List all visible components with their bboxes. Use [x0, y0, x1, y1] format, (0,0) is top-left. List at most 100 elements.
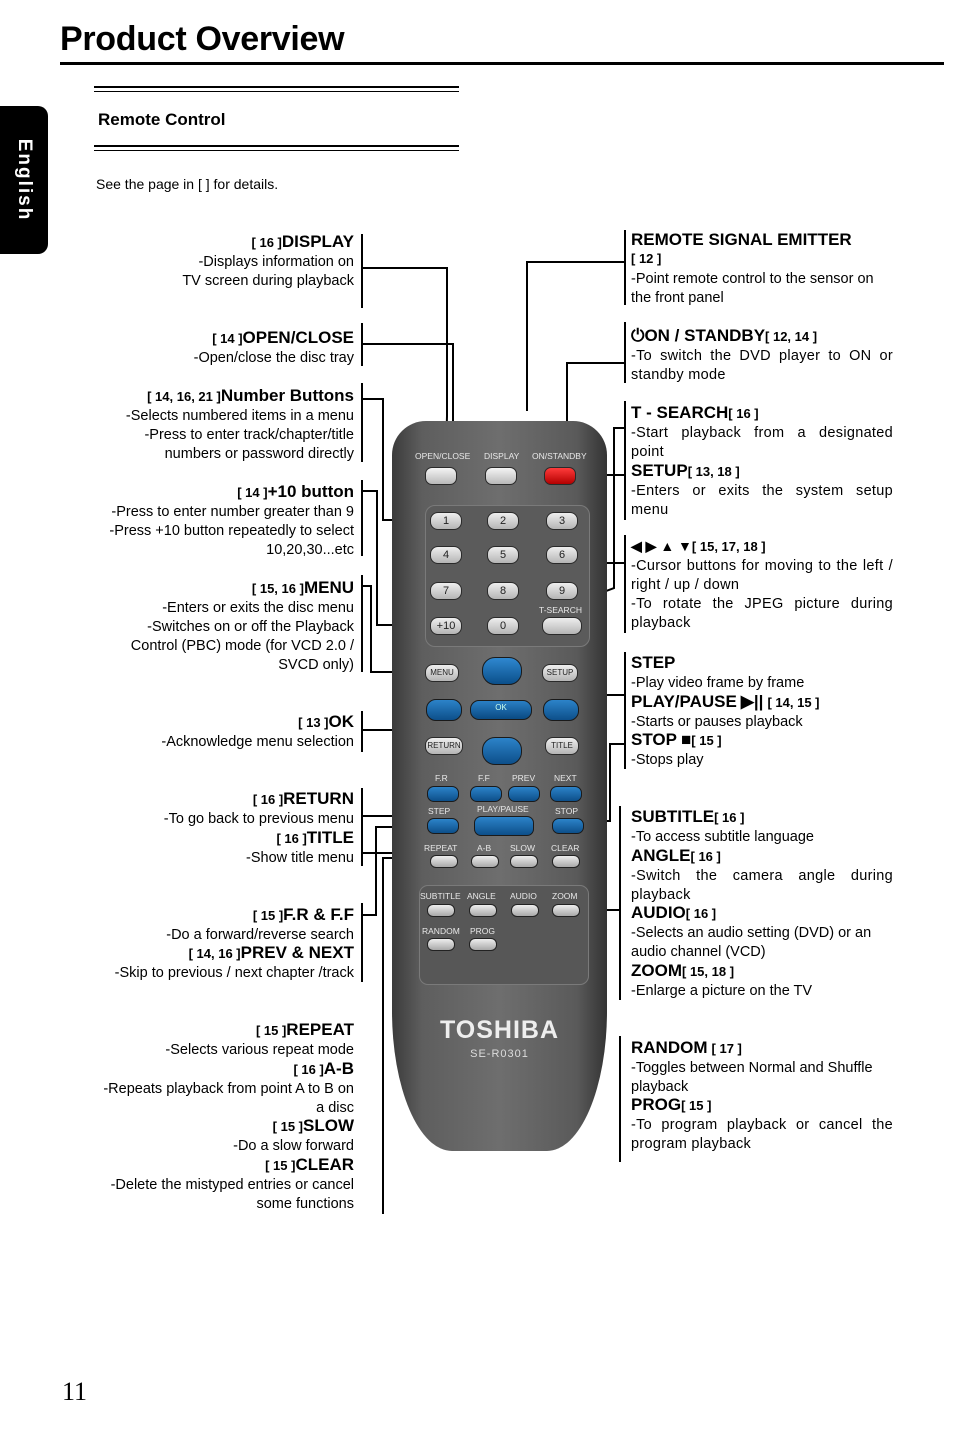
ab-name: A-B: [324, 1059, 354, 1078]
ff-button[interactable]: [470, 786, 502, 802]
subtitle-button[interactable]: [427, 904, 455, 917]
digit-button-1[interactable]: 1: [430, 512, 462, 530]
zoom-name: ZOOM: [631, 961, 682, 980]
menu-desc-2: -Switches on or off the Playback: [131, 618, 354, 637]
label-slow: [ 15 ]SLOW -Do a slow forward: [233, 1116, 354, 1156]
digit-button-6[interactable]: 6: [546, 546, 578, 564]
digit-button-4[interactable]: 4: [430, 546, 462, 564]
plus10-desc-3: 10,20,30...etc: [109, 541, 354, 560]
title-name: TITLE: [307, 828, 354, 847]
digit-button-8[interactable]: 8: [487, 582, 519, 600]
ok-pages: [ 13 ]: [298, 715, 328, 730]
standby-desc: -To switch the DVD player to ON or stand…: [631, 347, 893, 385]
label-audio: AUDIO[ 16 ] -Selects an audio setting (D…: [631, 903, 893, 962]
remote-label-step: STEP: [428, 806, 450, 816]
setup-button[interactable]: SETUP: [542, 664, 578, 682]
slow-name: SLOW: [303, 1116, 354, 1135]
plus10-name: +10 button: [268, 482, 354, 501]
audio-button[interactable]: [511, 904, 539, 917]
fr-ff-name: F.R & F.F: [283, 905, 354, 924]
digit-button-3[interactable]: 3: [546, 512, 578, 530]
digit-button-2[interactable]: 2: [487, 512, 519, 530]
fr-button[interactable]: [427, 786, 459, 802]
return-pages: [ 16 ]: [253, 792, 283, 807]
step-name: STEP: [631, 653, 675, 672]
remote-label-prog: PROG: [470, 926, 495, 936]
digit-button-0[interactable]: 0: [487, 617, 519, 635]
standby-button[interactable]: [544, 467, 576, 485]
stop-desc: -Stops play: [631, 751, 893, 770]
digit-button-9[interactable]: 9: [546, 582, 578, 600]
subtitle-desc: -To access subtitle language: [631, 828, 893, 847]
cursor-desc-2: -To rotate the JPEG picture during playb…: [631, 595, 893, 633]
remote-label-ab: A-B: [477, 843, 491, 853]
label-clear: [ 15 ]CLEAR -Delete the mistyped entries…: [111, 1155, 354, 1214]
repeat-button[interactable]: [430, 855, 458, 868]
audio-name: AUDIO: [631, 903, 686, 922]
random-desc: -Toggles between Normal and Shuffle play…: [631, 1059, 893, 1097]
up-arrow-button[interactable]: [482, 657, 522, 685]
menu-name: MENU: [304, 578, 354, 597]
remote-label-fr: F.R: [435, 773, 448, 783]
audio-desc: -Selects an audio setting (DVD) or an au…: [631, 924, 893, 962]
plus10-pages: [ 14 ]: [237, 485, 267, 500]
random-button[interactable]: [427, 938, 455, 951]
prev-button[interactable]: [508, 786, 540, 802]
return-desc-1: -To go back to previous menu: [164, 810, 354, 829]
play-pause-pages: [ 14, 15 ]: [767, 695, 819, 710]
clear-desc-2: some functions: [111, 1195, 354, 1214]
remote-label-subtitle: SUBTITLE: [420, 891, 461, 901]
plus10-button[interactable]: +10: [430, 617, 462, 635]
repeat-name: REPEAT: [286, 1020, 354, 1039]
emitter-pages: [ 12 ]: [631, 249, 893, 268]
label-zoom: ZOOM[ 15, 18 ] -Enlarge a picture on the…: [631, 961, 893, 1001]
label-fr-ff: [ 15 ]F.R & F.F -Do a forward/reverse se…: [166, 905, 354, 945]
remote-label-random: RANDOM: [422, 926, 460, 936]
play-pause-button[interactable]: [474, 816, 534, 836]
display-pages: [ 16 ]: [252, 235, 282, 250]
zoom-button[interactable]: [552, 904, 580, 917]
tsearch-desc: -Start playback from a designated point: [631, 424, 893, 462]
prog-button[interactable]: [469, 938, 497, 951]
label-setup: SETUP[ 13, 18 ] -Enters or exits the sys…: [631, 461, 893, 520]
remote-label-open-close: OPEN/CLOSE: [415, 451, 470, 461]
menu-desc-1: -Enters or exits the disc menu: [131, 599, 354, 618]
remote-label-playpause: PLAY/PAUSE: [477, 804, 529, 814]
remote-label-clear: CLEAR: [551, 843, 579, 853]
stop-button[interactable]: [552, 818, 584, 834]
clear-button[interactable]: [552, 855, 580, 868]
open-close-button[interactable]: [425, 467, 457, 485]
title-button[interactable]: TITLE: [545, 737, 579, 755]
remote-label-slow: SLOW: [510, 843, 535, 853]
slow-button[interactable]: [510, 855, 538, 868]
display-name: DISPLAY: [282, 232, 354, 251]
remote-label-next: NEXT: [554, 773, 577, 783]
digit-button-7[interactable]: 7: [430, 582, 462, 600]
ab-button[interactable]: [471, 855, 499, 868]
title-desc-1: -Show title menu: [246, 849, 354, 868]
angle-button[interactable]: [469, 904, 497, 917]
left-arrow-button[interactable]: [426, 699, 462, 721]
repeat-pages: [ 15 ]: [256, 1023, 286, 1038]
menu-button[interactable]: MENU: [425, 664, 459, 682]
label-ok: [ 13 ]OK -Acknowledge menu selection: [161, 712, 354, 752]
digit-button-5[interactable]: 5: [487, 546, 519, 564]
step-button[interactable]: [427, 818, 459, 834]
label-open-close: [ 14 ]OPEN/CLOSE -Open/close the disc tr…: [194, 328, 354, 368]
right-arrow-button[interactable]: [543, 699, 579, 721]
label-step: STEP -Play video frame by frame: [631, 653, 893, 693]
tsearch-name: T - SEARCH: [631, 403, 728, 422]
emitter-name: REMOTE SIGNAL EMITTER: [631, 230, 893, 249]
clear-desc-1: -Delete the mistyped entries or cancel: [111, 1176, 354, 1195]
next-button[interactable]: [550, 786, 582, 802]
tsearch-button[interactable]: [542, 617, 582, 635]
down-arrow-button[interactable]: [482, 737, 522, 765]
ok-name: OK: [329, 712, 355, 731]
label-return: [ 16 ]RETURN -To go back to previous men…: [164, 789, 354, 829]
ok-button[interactable]: OK: [470, 700, 532, 720]
label-stop: STOP ■[ 15 ] -Stops play: [631, 730, 893, 770]
label-angle: ANGLE[ 16 ] -Switch the camera angle dur…: [631, 846, 893, 905]
prev-next-desc-1: -Skip to previous / next chapter /track: [115, 964, 354, 983]
display-button[interactable]: [485, 467, 517, 485]
return-button[interactable]: RETURN: [425, 737, 463, 755]
